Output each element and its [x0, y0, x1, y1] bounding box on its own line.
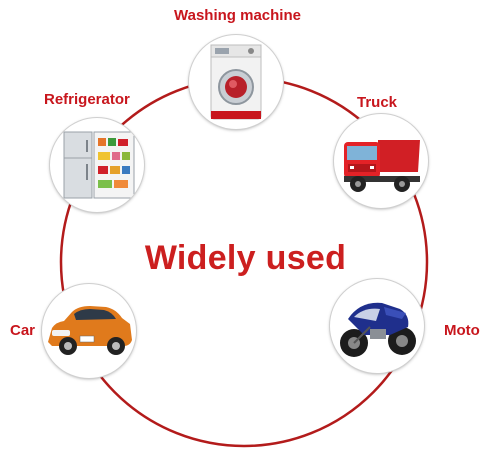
- node-refrigerator: [50, 118, 144, 212]
- node-car: [42, 284, 136, 378]
- label-car: Car: [10, 322, 36, 339]
- label-moto: Moto: [444, 322, 480, 339]
- node-moto: [330, 279, 424, 373]
- headline: Widely used: [144, 239, 347, 277]
- label-washing-machine: Washing machine: [174, 7, 301, 24]
- label-refrigerator: Refrigerator: [44, 91, 130, 108]
- node-washing-machine: [189, 35, 283, 129]
- refrigerator-icon: [63, 131, 135, 199]
- node-truck: [334, 114, 428, 208]
- truck-icon: [344, 140, 420, 192]
- washing-machine-icon: [210, 44, 262, 120]
- motorcycle-icon: [340, 302, 416, 357]
- car-icon: [48, 306, 132, 355]
- label-truck: Truck: [357, 94, 398, 111]
